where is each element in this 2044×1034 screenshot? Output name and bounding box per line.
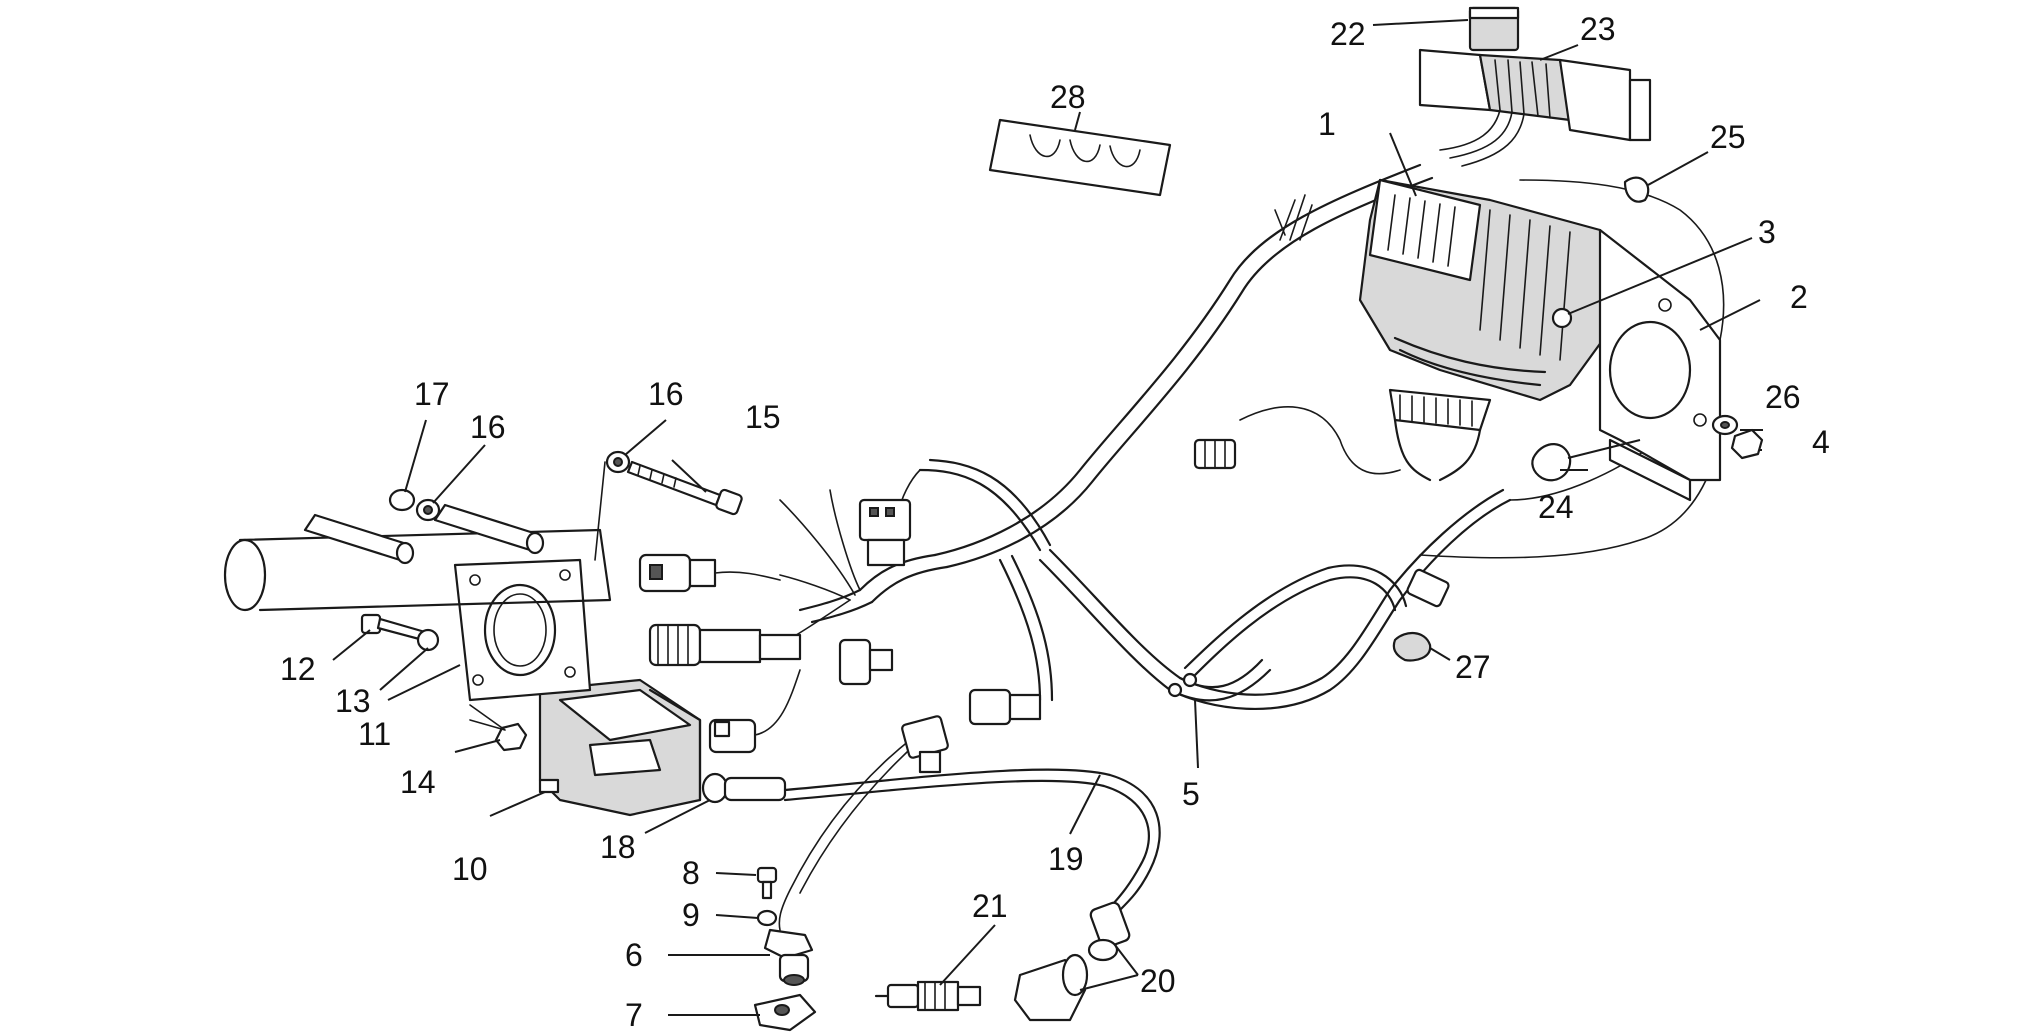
connector-plug-d <box>838 638 894 686</box>
callout-26: 26 <box>1765 379 1801 415</box>
part-4-nut <box>1730 428 1764 460</box>
part-5-junction <box>1167 672 1198 698</box>
callout-24: 24 <box>1538 489 1574 525</box>
connector-plug-f <box>901 715 949 774</box>
part-25-clip <box>1623 176 1650 203</box>
leader-lines <box>332 19 1763 1016</box>
callout-labels: 1 2 3 4 5 6 7 8 9 10 11 12 13 14 15 16 1… <box>280 11 1830 1033</box>
callout-25: 25 <box>1710 119 1746 155</box>
part-9-washer <box>756 909 778 927</box>
part-11-gasket-plate <box>453 558 592 702</box>
callout-2: 2 <box>1790 279 1808 315</box>
part-22-relay <box>1468 6 1520 52</box>
connector-block-top <box>858 498 912 567</box>
callout-11: 11 <box>358 716 391 752</box>
callout-8: 8 <box>682 855 700 891</box>
callout-9: 9 <box>682 897 700 933</box>
callout-6: 6 <box>625 937 643 973</box>
part-23-fuse-box <box>1418 48 1652 167</box>
callout-14: 14 <box>400 764 436 800</box>
part-12-bolt <box>360 613 427 642</box>
spacer-rod-1 <box>303 513 415 565</box>
callout-3: 3 <box>1758 214 1776 250</box>
connector-right <box>1406 568 1450 608</box>
part-13-washer <box>416 628 440 652</box>
callout-17: 17 <box>414 376 450 412</box>
callout-15: 15 <box>745 399 781 435</box>
part-21-spark-plug <box>874 980 982 1012</box>
part-28-grommet-strip <box>988 118 1172 197</box>
connector-plug-a <box>638 553 781 593</box>
callout-16-right: 16 <box>648 376 684 412</box>
callout-27: 27 <box>1455 649 1491 685</box>
part-17-nut <box>388 488 416 512</box>
part-2-mounting-bracket <box>1598 228 1722 502</box>
part-1-regulator-unit <box>1358 178 1622 482</box>
main-wiring-harness <box>858 163 1725 710</box>
part-6-pickup-sensor <box>763 928 814 986</box>
callout-7: 7 <box>625 997 643 1033</box>
callout-28: 28 <box>1050 79 1086 115</box>
callout-1: 1 <box>1318 106 1336 142</box>
callout-4: 4 <box>1812 424 1830 460</box>
part-20-plug-cap-lower <box>1013 953 1089 1022</box>
part-16-washer-left <box>415 498 441 522</box>
part-16-washer-right <box>605 450 631 474</box>
part-15-bolt <box>626 460 743 516</box>
callout-10: 10 <box>452 851 488 887</box>
part-14-nut <box>469 704 528 752</box>
part-18-cap <box>701 772 787 804</box>
connector-plug-c <box>708 669 801 754</box>
connector-plug-e <box>968 688 1042 726</box>
bolt-guide-line <box>594 461 606 561</box>
part-8-screw <box>756 866 778 900</box>
spacer-rod-2 <box>433 503 545 555</box>
part-26-washer <box>1711 414 1739 436</box>
part-7-mounting-base <box>753 993 817 1032</box>
callout-5: 5 <box>1182 776 1200 812</box>
callout-20: 20 <box>1140 963 1176 999</box>
callout-18: 18 <box>600 829 636 865</box>
connector-plug-b <box>648 623 802 667</box>
callout-12: 12 <box>280 651 316 687</box>
sensor-plug-upper <box>1193 438 1237 470</box>
callout-16-left: 16 <box>470 409 506 445</box>
frame-tube <box>223 528 612 612</box>
callout-22: 22 <box>1330 16 1366 52</box>
part-24-grommet <box>1531 439 1641 482</box>
callout-23: 23 <box>1580 11 1616 47</box>
part-27-cable-tie <box>1392 632 1432 662</box>
part-20-plug-cap-upper <box>1087 901 1131 962</box>
callout-21: 21 <box>972 888 1008 924</box>
part-10-ignition-coil <box>538 678 702 817</box>
part-19-ht-lead <box>783 768 1161 912</box>
left-harness-bundle <box>769 458 1054 931</box>
part-3-screw <box>1551 237 1753 329</box>
callout-19: 19 <box>1048 841 1084 877</box>
callout-13: 13 <box>335 683 371 719</box>
